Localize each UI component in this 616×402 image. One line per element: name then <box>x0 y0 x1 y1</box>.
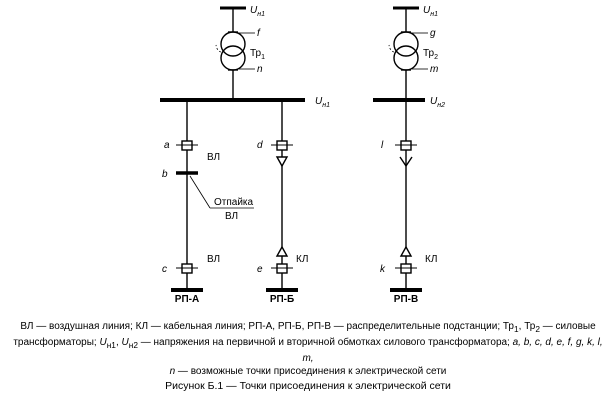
point-k-label: k <box>380 264 386 275</box>
connection-diagram: Uн1 f Тр1 n Uн1 Uн1 g Тр2 m Uн2 a ВЛ b О… <box>160 5 445 305</box>
point-f-label: f <box>257 28 261 39</box>
bus-1-voltage: Uн1 <box>315 96 330 109</box>
point-e-label: e <box>257 264 263 275</box>
t2-dash-arc <box>388 44 395 53</box>
substation-v-label: РП-В <box>394 294 418 305</box>
feeder-v-cable-end-top <box>399 156 413 168</box>
t2-source-voltage: Uн1 <box>423 5 438 18</box>
t1-dash-arc <box>215 44 222 53</box>
vl-bottom-label: ВЛ <box>207 254 220 265</box>
substation-b-label: РП-Б <box>270 294 294 305</box>
point-m-label: m <box>430 64 438 75</box>
bus-2-voltage: Uн2 <box>430 96 445 109</box>
feeder-b-cable-end-top <box>275 156 289 168</box>
point-l-label: l <box>381 140 384 151</box>
figure-caption: Рисунок Б.1 — Точки присоединения к элек… <box>165 380 451 392</box>
legend: ВЛ — воздушная линия; КЛ — кабельная лин… <box>13 321 603 377</box>
t1-source-voltage: Uн1 <box>250 5 265 18</box>
kl-b-label: КЛ <box>296 254 308 265</box>
t2-secondary-winding <box>393 45 419 71</box>
kl-v-label: КЛ <box>425 254 437 265</box>
point-g-label: g <box>430 28 436 39</box>
t1-primary-winding <box>220 31 246 57</box>
feeder-v-cable-end-bottom <box>399 245 413 257</box>
branch-sub-label: ВЛ <box>225 211 238 222</box>
branch-leader <box>189 175 211 209</box>
vl-top-label: ВЛ <box>207 152 220 163</box>
t2-name: Тр2 <box>423 48 438 61</box>
feeder-b-cable-end-bottom <box>275 245 289 257</box>
t2-primary-winding <box>393 31 419 57</box>
point-d-label: d <box>257 140 263 151</box>
point-a-label: a <box>164 140 170 151</box>
point-b-label: b <box>162 169 168 180</box>
point-n-label: n <box>257 64 263 75</box>
t1-name: Тр1 <box>250 48 265 61</box>
point-c-label: c <box>162 264 167 275</box>
branch-label: Отпайка <box>214 197 254 208</box>
substation-a-label: РП-А <box>175 294 199 305</box>
t1-secondary-winding <box>220 45 246 71</box>
